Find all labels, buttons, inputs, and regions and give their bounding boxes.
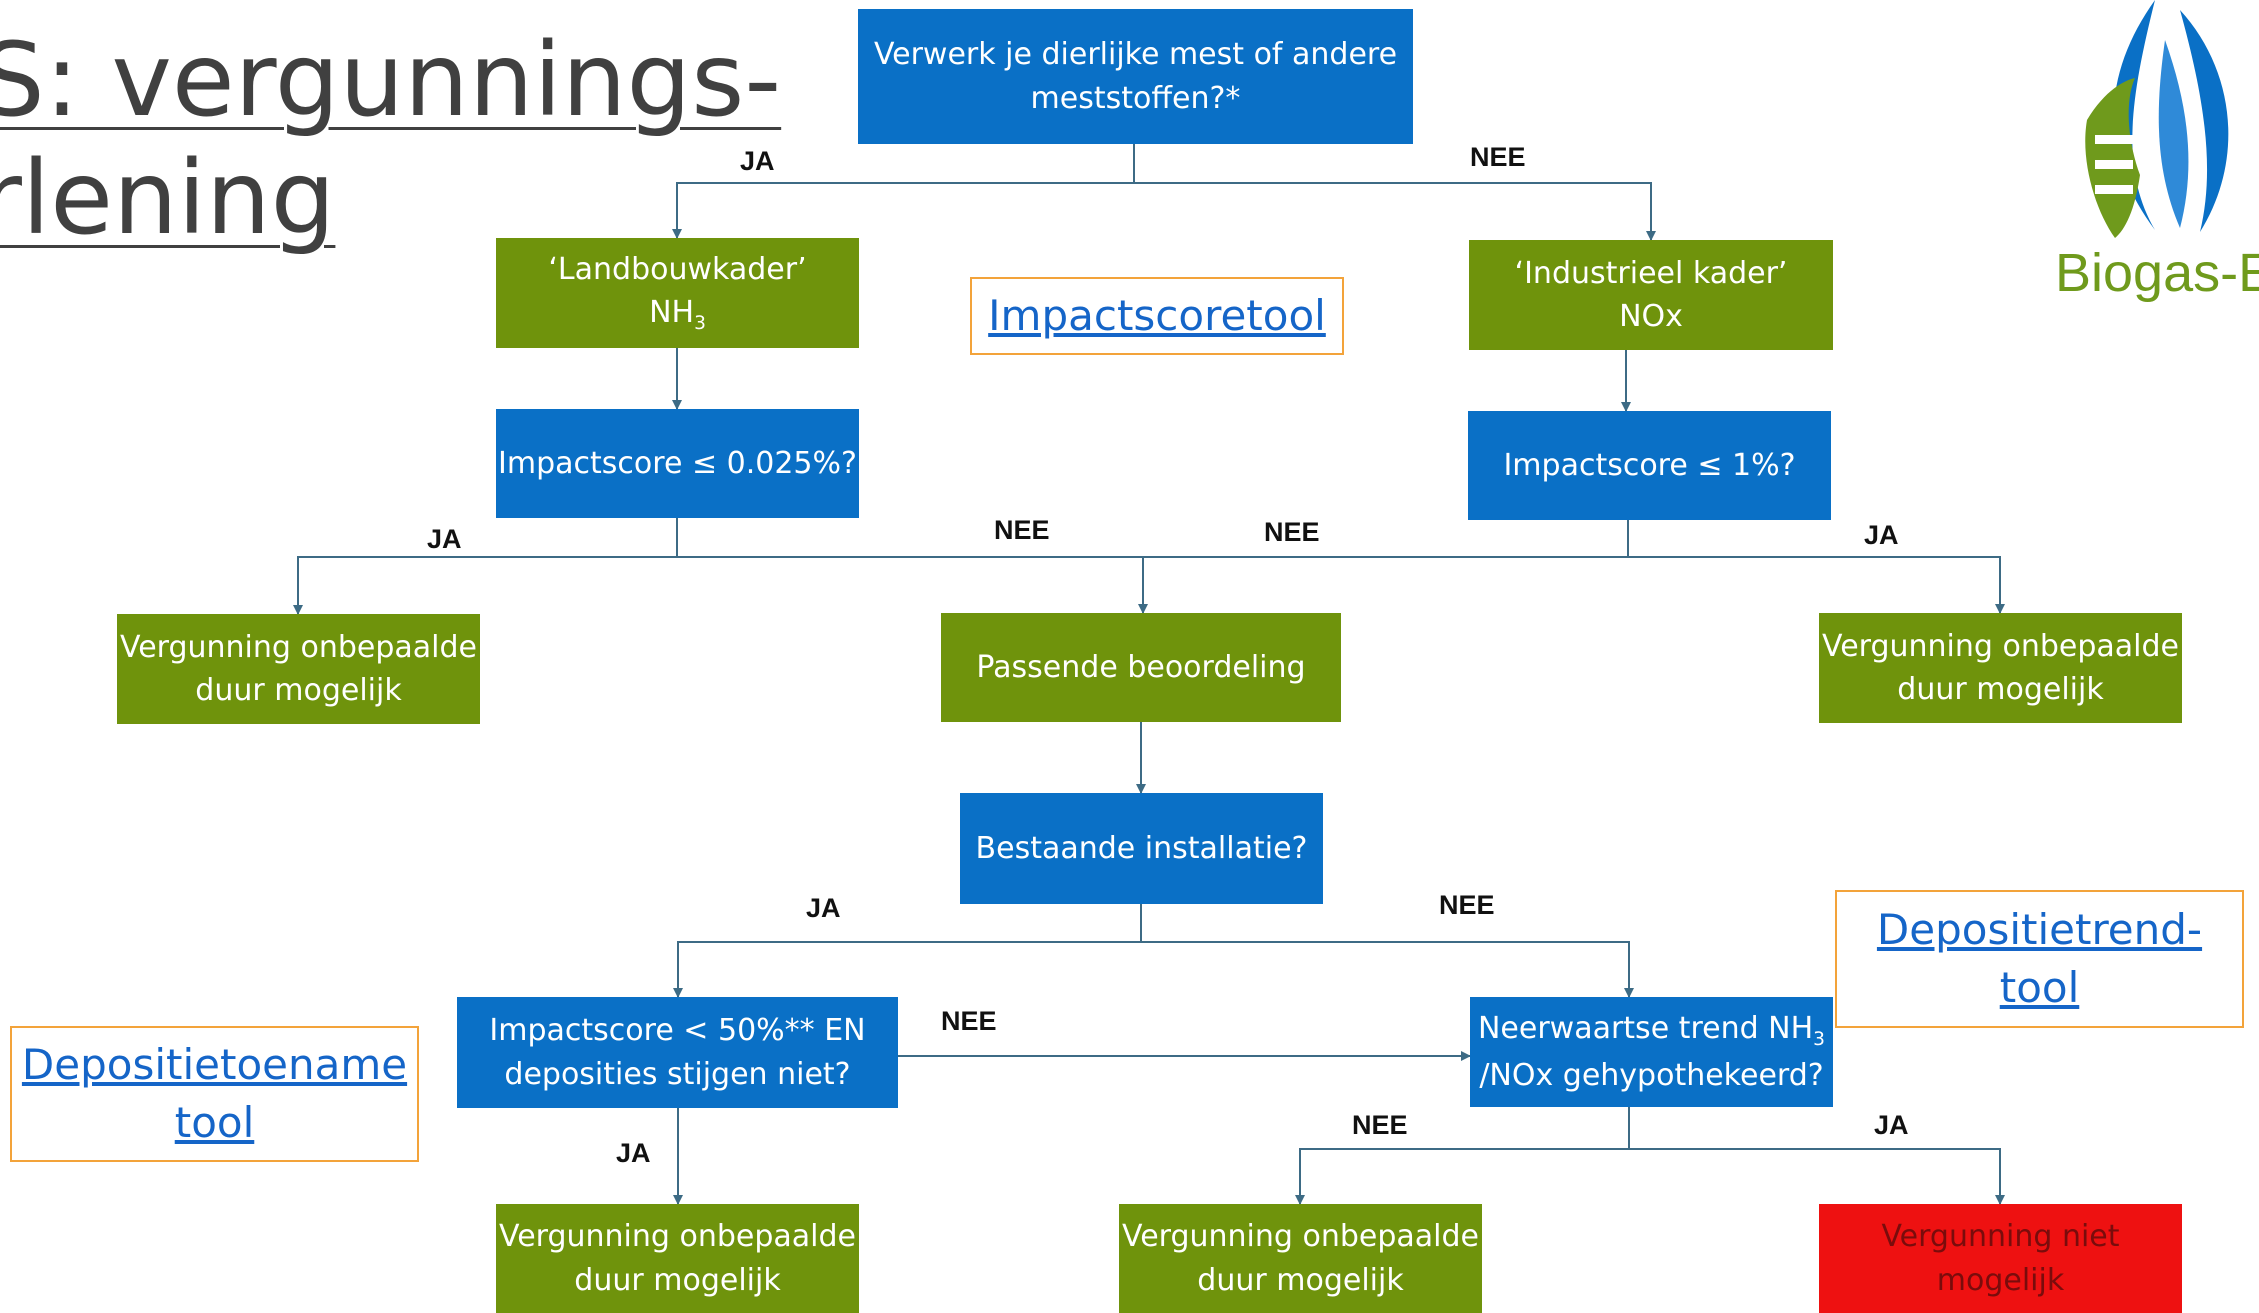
label-start-no: NEE	[1470, 142, 1526, 172]
biogas-flame-logo-icon	[2085, 0, 2229, 238]
slide-title-line2: rlening	[0, 139, 336, 258]
arrow-nox-yes	[1628, 556, 2005, 614]
result-bottom-red-box: Vergunning niet mogelijk	[1819, 1204, 2182, 1313]
slide-title-line1: S: vergunnings-	[0, 21, 782, 140]
label-nox-yes: JA	[1864, 520, 1899, 550]
label-impact50-yes: JA	[616, 1138, 651, 1168]
industrieel-kader-title: ‘Industrieel kader’	[1514, 255, 1788, 291]
result-right-line1: Vergunning onbepaalde	[1822, 628, 2179, 664]
neerwaartse-trend-line2: /NOx gehypothekeerd?	[1479, 1057, 1824, 1093]
impactscoretool-box: Impactscoretool	[970, 277, 1344, 355]
arrow-nh3-yes	[293, 518, 678, 615]
label-trend-no: NEE	[1352, 1110, 1408, 1140]
passende-beoordeling-box: Passende beoordeling	[941, 613, 1341, 722]
result-bottom-mid-line2: duur mogelijk	[1197, 1262, 1404, 1298]
start-question-line1: Verwerk je dierlijke mest of andere	[873, 37, 1398, 72]
bestaande-installatie-box: Bestaande installatie?	[960, 793, 1323, 904]
impactscore-50-line1: Impactscore < 50%** EN	[489, 1013, 866, 1048]
arrow-start-to-landbouwkader	[672, 144, 1135, 239]
landbouwkader-box: ‘Landbouwkader’ NH3	[496, 238, 859, 348]
arrow-trend-yes	[1629, 1148, 2005, 1205]
neerwaartse-trend-box: Neerwaartse trend NH3 /NOx gehypothekeer…	[1470, 997, 1833, 1107]
industrieel-kader-box: ‘Industrieel kader’ NOx	[1469, 240, 1833, 350]
result-bottom-left-box: Vergunning onbepaalde duur mogelijk	[496, 1204, 859, 1313]
industrieel-kader-pollutant: NOx	[1619, 299, 1683, 334]
landbouwkader-title: ‘Landbouwkader’	[548, 251, 807, 287]
arrow-nh3-no	[677, 556, 1148, 614]
biogas-logo-text: Biogas-E	[2055, 243, 2259, 303]
result-right-line2: duur mogelijk	[1897, 672, 2104, 707]
depositietrend-tool-link[interactable]: Depositietrend-tool	[1876, 905, 2203, 1012]
label-bestaande-yes: JA	[806, 893, 841, 923]
impactscore-nox-box: Impactscore ≤ 1%?	[1468, 411, 1831, 520]
start-question-line2: meststoffen?*	[1030, 80, 1241, 116]
result-bottom-red-line1: Vergunning niet	[1881, 1219, 2120, 1254]
arrow-bestaande-yes	[673, 904, 1142, 998]
impactscore-nox-text: Impactscore ≤ 1%?	[1503, 447, 1796, 483]
arrow-start-to-industrieel	[1134, 182, 1656, 241]
result-right-box: Vergunning onbepaalde duur mogelijk	[1819, 613, 2182, 723]
impactscore-50-box: Impactscore < 50%** EN deposities stijge…	[457, 997, 898, 1108]
result-bottom-left-line2: duur mogelijk	[574, 1262, 781, 1298]
label-bestaande-no: NEE	[1439, 890, 1495, 920]
arrow-trend-no	[1295, 1107, 1630, 1205]
label-trend-yes: JA	[1874, 1110, 1909, 1140]
landbouwkader-pollutant: NH3	[649, 295, 706, 335]
label-nh3-no: NEE	[994, 515, 1050, 545]
impactscore-nh3-box: Impactscore ≤ 0.025%?	[496, 409, 859, 518]
impactscore-nh3-text: Impactscore ≤ 0.025%?	[498, 445, 857, 481]
result-left-box: Vergunning onbepaalde duur mogelijk	[117, 614, 480, 724]
result-bottom-left-line1: Vergunning onbepaalde	[499, 1219, 856, 1254]
arrow-bestaande-no	[1141, 941, 1634, 998]
impactscore-50-line2: deposities stijgen niet?	[504, 1056, 851, 1092]
result-left-line1: Vergunning onbepaalde	[120, 629, 477, 665]
label-start-yes: JA	[740, 146, 775, 176]
line-nox-no	[1143, 520, 1629, 558]
passende-beoordeling-text: Passende beoordeling	[976, 649, 1306, 685]
result-bottom-mid-box: Vergunning onbepaalde duur mogelijk	[1119, 1204, 1482, 1313]
depositietrend-tool-box: Depositietrend-tool	[1835, 890, 2244, 1028]
result-bottom-mid-line1: Vergunning onbepaalde	[1122, 1219, 1479, 1254]
bestaande-installatie-text: Bestaande installatie?	[975, 830, 1308, 866]
result-left-line2: duur mogelijk	[195, 673, 402, 708]
label-nh3-yes: JA	[427, 524, 462, 554]
impactscoretool-link[interactable]: Impactscoretool	[988, 291, 1326, 341]
label-nox-no: NEE	[1264, 517, 1320, 547]
result-bottom-red-line2: mogelijk	[1936, 1262, 2065, 1298]
start-question-box: Verwerk je dierlijke mest of andere mest…	[858, 9, 1413, 144]
label-impact50-no: NEE	[941, 1006, 997, 1036]
neerwaartse-trend-line1: Neerwaartse trend NH3	[1477, 1010, 1826, 1050]
